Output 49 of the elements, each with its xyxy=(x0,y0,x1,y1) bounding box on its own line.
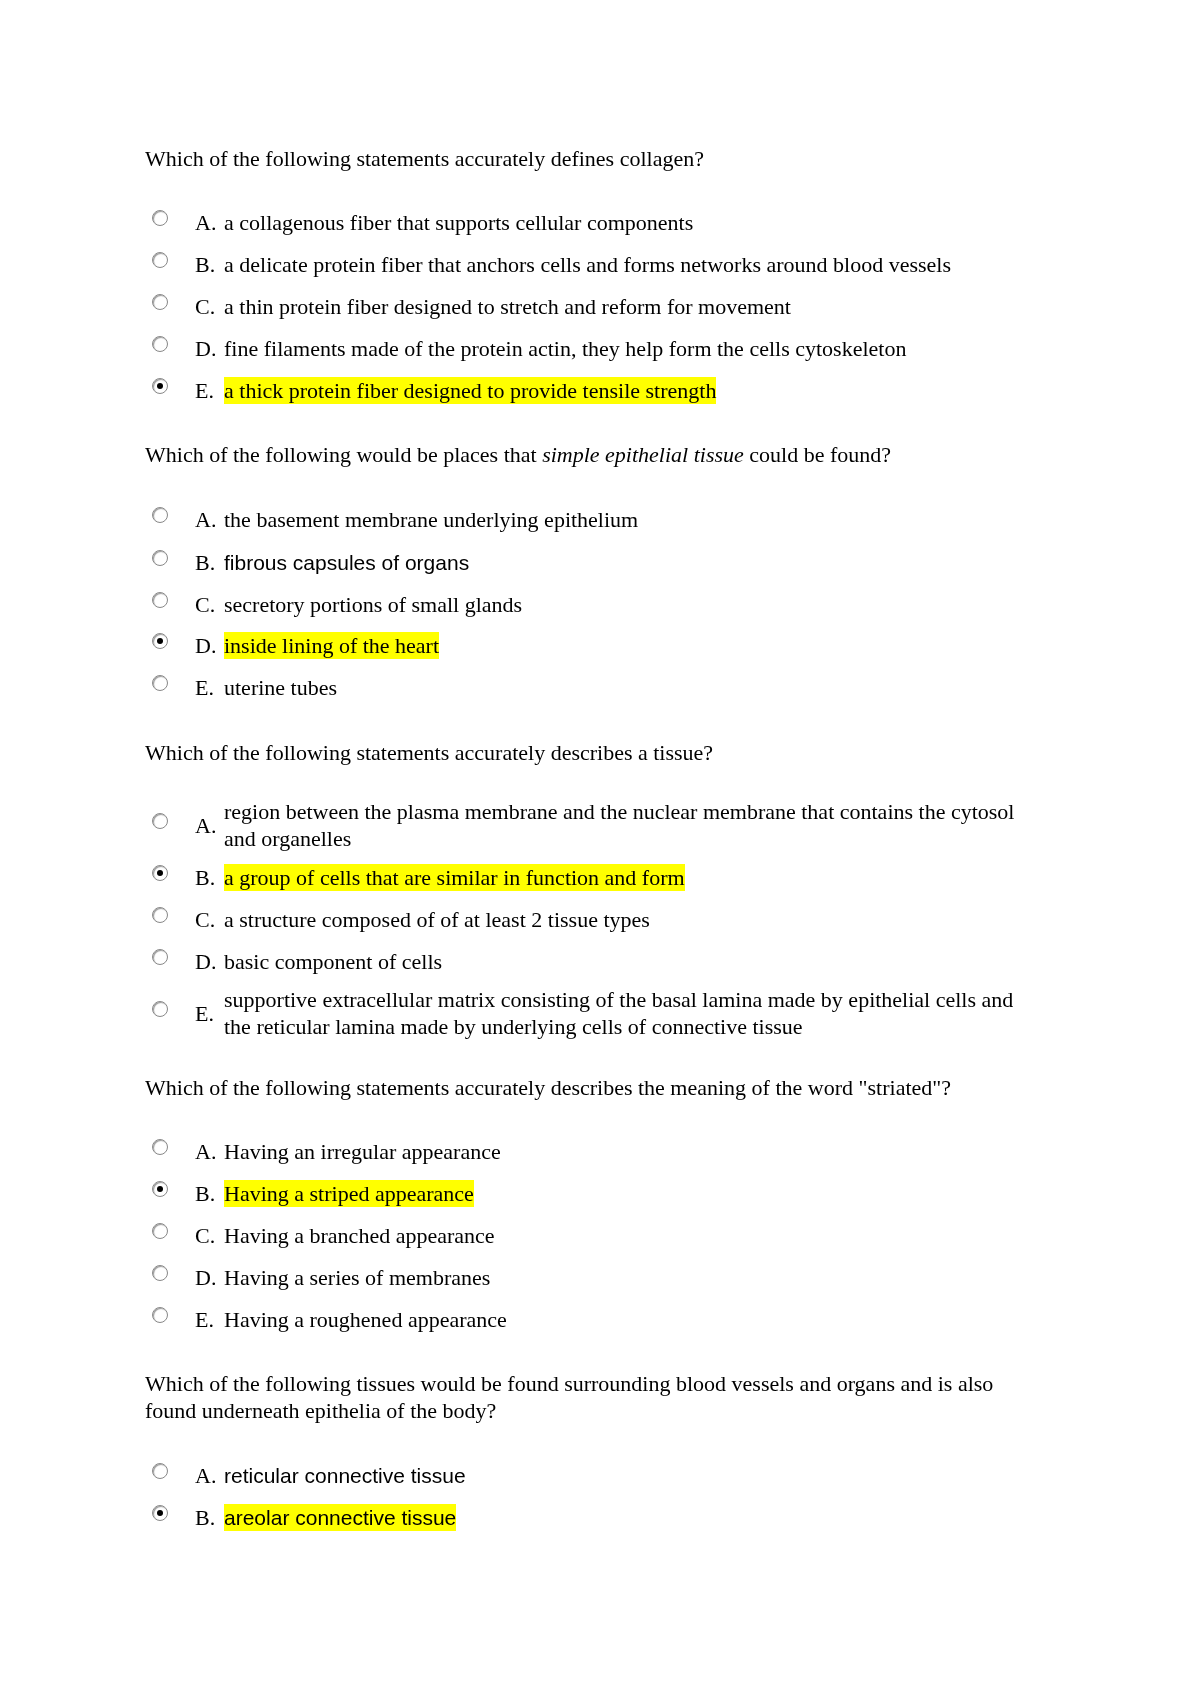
answer-option: fibrous capsules of organs xyxy=(224,549,470,576)
option-letter: B. xyxy=(195,1180,216,1207)
option-letter: D. xyxy=(195,632,217,659)
option-letter: C. xyxy=(195,293,216,320)
option-letter: E. xyxy=(195,674,214,701)
option-letter: A. xyxy=(195,506,217,533)
option-letter: A. xyxy=(195,209,217,236)
highlighted-answer: inside lining of the heart xyxy=(224,632,440,659)
option-letter: C. xyxy=(195,591,216,618)
answer-option: Having a series of membranes xyxy=(224,1264,491,1291)
option-letter: D. xyxy=(195,335,217,362)
option-letter: D. xyxy=(195,1264,217,1291)
option-letter: E. xyxy=(195,1306,214,1333)
answer-option: Having a roughened appearance xyxy=(224,1306,507,1333)
option-letter: A. xyxy=(195,812,217,839)
answer-option: uterine tubes xyxy=(224,674,338,701)
option-letter: D. xyxy=(195,948,217,975)
answer-option: supportive extracellular matrix consisting of the basal lamina made by epithelial cells and the reticular lamina made by underlying cells of connective tissue xyxy=(224,986,1024,1040)
option-letter: C. xyxy=(195,1222,216,1249)
highlighted-answer: a group of cells that are similar in function and form xyxy=(224,864,685,891)
option-letter: A. xyxy=(195,1138,217,1165)
option-letter: A. xyxy=(195,1462,217,1489)
answer-option: a delicate protein fiber that anchors cells and forms networks around blood vessels xyxy=(224,251,951,278)
option-letter: E. xyxy=(195,1000,214,1027)
question-text: Which of the following tissues would be found surrounding blood vessels and organs and is also found underneath epithelia of the body? xyxy=(145,1370,995,1424)
answer-option: Having an irregular appearance xyxy=(224,1138,501,1165)
question-text: Which of the following would be places that simple epithelial tissue could be found? xyxy=(145,441,891,468)
answer-option: region between the plasma membrane and the nuclear membrane that contains the cytosol and organelles xyxy=(224,798,1024,852)
answer-option: a thin protein fiber designed to stretch and reform for movement xyxy=(224,293,791,320)
answer-option: the basement membrane underlying epithelium xyxy=(224,506,639,533)
option-letter: B. xyxy=(195,549,216,576)
question-text: Which of the following statements accurately defines collagen? xyxy=(145,145,704,172)
highlighted-answer: Having a striped appearance xyxy=(224,1180,474,1207)
option-letter: E. xyxy=(195,377,214,404)
question-text: Which of the following statements accurately describes a tissue? xyxy=(145,739,714,766)
answer-option: fine filaments made of the protein actin, they help form the cells cytoskeleton xyxy=(224,335,907,362)
option-letter: B. xyxy=(195,1504,216,1531)
question-text: Which of the following statements accurately describes the meaning of the word "striated"? xyxy=(145,1074,952,1101)
answer-option: Having a branched appearance xyxy=(224,1222,495,1249)
option-letter: B. xyxy=(195,251,216,278)
answer-option: secretory portions of small glands xyxy=(224,591,523,618)
option-letter: B. xyxy=(195,864,216,891)
highlighted-answer: a thick protein fiber designed to provide tensile strength xyxy=(224,377,717,404)
highlighted-answer: areolar connective tissue xyxy=(224,1504,457,1531)
answer-option: reticular connective tissue xyxy=(224,1462,466,1489)
answer-option: a collagenous fiber that supports cellular components xyxy=(224,209,694,236)
answer-option: basic component of cells xyxy=(224,948,443,975)
answer-option: a structure composed of of at least 2 tissue types xyxy=(224,906,650,933)
option-letter: C. xyxy=(195,906,216,933)
